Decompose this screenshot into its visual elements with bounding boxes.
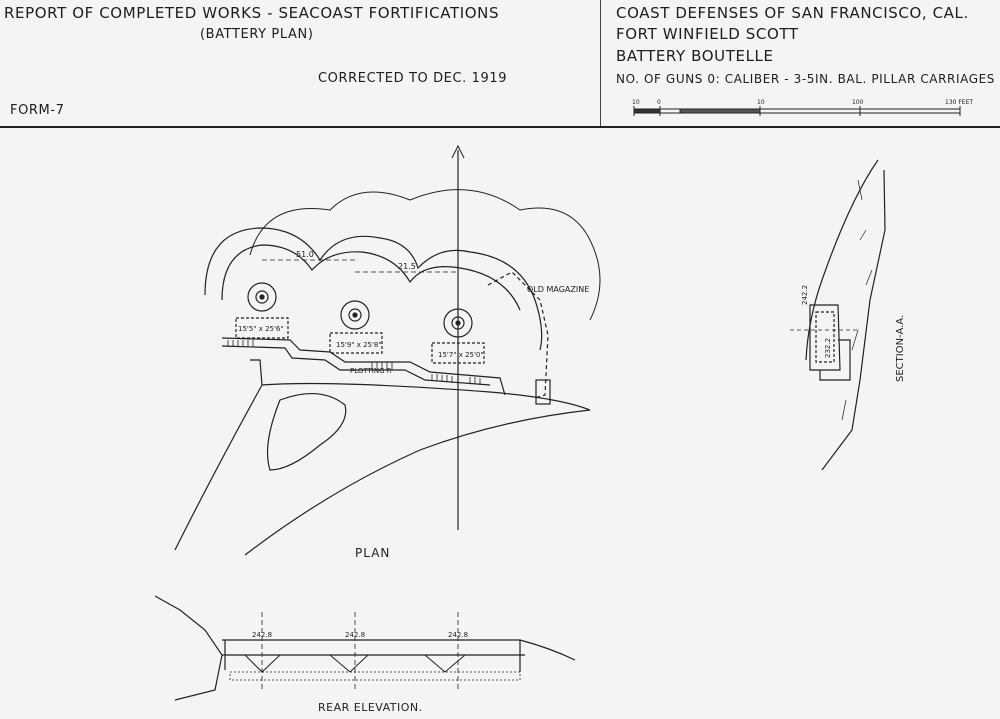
corrected-date: CORRECTED TO DEC. 1919 [318, 71, 508, 86]
rear-elev-2: 242.8 [345, 631, 365, 639]
section-elev: 242.2 [801, 285, 809, 305]
rear-elevation-label: REAR ELEVATION. [318, 701, 423, 714]
fort-name: FORT WINFIELD SCOTT [616, 25, 799, 43]
header-divider [600, 0, 601, 126]
scale-tick-10b: 10 [757, 99, 765, 106]
scale-bar [633, 106, 961, 116]
old-magazine-label: OLD MAGAZINE [527, 285, 589, 294]
plan-dim-2: 21.5 [398, 262, 416, 271]
rear-elev-3: 242.8 [448, 631, 468, 639]
rear-elevation-drawing [154, 595, 576, 701]
room-1-size: 15'5" x 25'6" [238, 325, 284, 333]
scale-tick-130: 130 FEET [945, 99, 973, 106]
form-number: FORM-7 [10, 103, 65, 118]
plan-label: PLAN [355, 546, 390, 560]
header-rule [0, 126, 1000, 128]
section-drawing [790, 159, 886, 471]
scale-tick-0: 0 [657, 99, 661, 106]
report-title: REPORT OF COMPLETED WORKS - SEACOAST FOR… [4, 4, 500, 22]
rear-elev-1: 242.8 [252, 631, 272, 639]
battery-name: BATTERY BOUTELLE [616, 47, 774, 65]
plotting-room-label: PLOTTING R [350, 367, 392, 375]
plan-drawing [174, 144, 601, 556]
room-2-size: 15'9" x 25'8" [336, 341, 382, 349]
plan-dim-1: 51.0 [296, 250, 314, 259]
scale-tick-100: 100 [852, 99, 864, 106]
guns-caliber: No. OF GUNS 0: CALIBER - 3-5IN. BAL. PIL… [616, 72, 996, 86]
section-label: SECTION-A.A. [895, 315, 906, 382]
room-3-size: 15'7" x 25'0" [438, 351, 484, 359]
scale-tick-10a: 10 [632, 99, 640, 106]
section-elev-2: 232.2 [824, 338, 832, 358]
coast-defenses-title: COAST DEFENSES OF SAN FRANCISCO, CAL. [616, 4, 969, 22]
report-subtitle: (BATTERY PLAN) [200, 27, 314, 42]
